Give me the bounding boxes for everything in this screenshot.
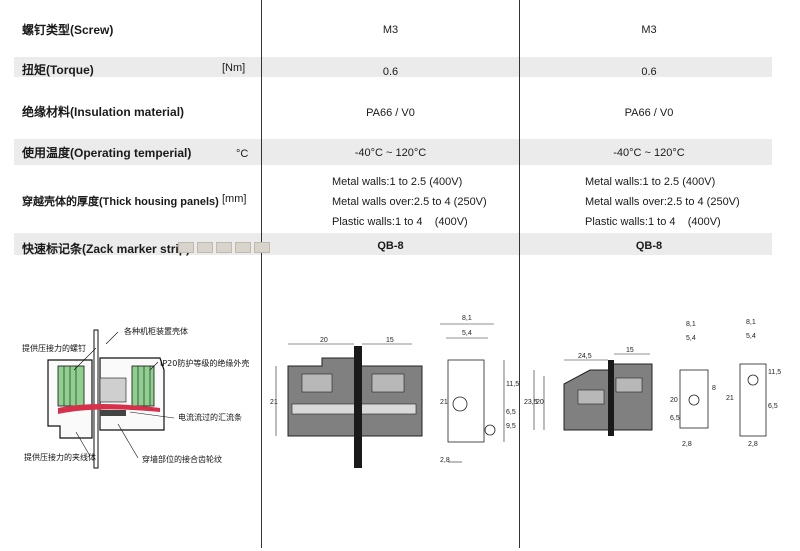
- dim1-side-3: 9,5: [506, 423, 516, 430]
- dim2-bottom-a: 2,8: [682, 441, 692, 448]
- dim2-side-height-b: 21: [726, 395, 734, 402]
- column-divider-2: [519, 0, 520, 548]
- dim1-height: 21: [270, 399, 278, 406]
- torque-value-2: 0.6: [641, 66, 657, 78]
- cross-section-diagram: 各种机柜装置壳体 提供压接力的螺钉 IP20防护等级的绝缘外壳 电流流过的汇流条…: [22, 326, 249, 469]
- marker-strip-image: [178, 240, 273, 258]
- housing-line-1-2: Metal walls over:2.5 to 4 (250V): [332, 196, 487, 208]
- temperature-unit: °C: [236, 148, 249, 160]
- dim2-top-1: 8,1: [686, 321, 696, 328]
- dim1-side-height: 21: [440, 399, 448, 406]
- housing-label: 穿越壳体的厚度(Thick housing panels): [22, 196, 219, 208]
- dim1-top-1: 8,1: [462, 315, 472, 322]
- housing-line-2-3: Plastic walls:1 to 4 (400V): [585, 216, 721, 228]
- housing-line-1-1: Metal walls:1 to 2.5 (400V): [332, 176, 463, 188]
- torque-unit: [Nm]: [222, 62, 246, 74]
- dim1-side-2: 6,5: [506, 409, 516, 416]
- insulation-value-2: PA66 / V0: [624, 107, 674, 119]
- dim2-top-3: 8,1: [746, 319, 756, 326]
- row-band-temperature: [14, 139, 772, 165]
- annotation-gear-joint: 穿墙部位的接合齿轮纹: [142, 454, 222, 464]
- housing-unit: [mm]: [222, 193, 247, 205]
- housing-values-2: Metal walls:1 to 2.5 (400V) Metal walls …: [520, 172, 778, 232]
- torque-value-1: 0.6: [382, 66, 399, 78]
- dim1-width-2: 15: [386, 337, 394, 344]
- row-band-torque: [14, 57, 772, 77]
- dim2-side-2: 6,5: [670, 415, 680, 422]
- dim2-side-1: 8: [712, 385, 716, 392]
- housing-line-1-3: Plastic walls:1 to 4 (400V): [332, 216, 468, 228]
- temperature-value-1: -40°C ~ 120°C: [354, 147, 427, 159]
- insulation-label: 绝缘材料(Insulation material): [22, 105, 185, 119]
- marker-label: 快速标记条(Zack marker strip): [22, 242, 191, 256]
- marker-value-1: QB-8: [377, 240, 404, 252]
- dim2-side-4: 6,5: [768, 403, 778, 410]
- dimension-drawing-1: 20 15 21 8,1 5,4 21 11,5 6,5 9,5 2,8: [270, 315, 519, 468]
- insulation-value-1: PA66 / V0: [366, 107, 415, 119]
- dim2-bottom-b: 2,8: [748, 441, 758, 448]
- screw-value-1: M3: [382, 24, 399, 36]
- dim2-height-1: 23,5: [524, 399, 538, 406]
- housing-values-1: Metal walls:1 to 2.5 (400V) Metal walls …: [262, 172, 519, 232]
- dim1-top-2: 5,4: [462, 330, 472, 337]
- dim2-side-3: 11,5: [768, 369, 781, 376]
- dim2-width-2: 15: [626, 347, 634, 354]
- annotation-housing-mount: 各种机柜装置壳体: [124, 326, 188, 336]
- dim1-side-1: 11,5: [506, 381, 519, 388]
- dim2-height-2: 20: [536, 399, 544, 406]
- temperature-value-2: -40°C ~ 120°C: [613, 147, 685, 159]
- temperature-label: 使用温度(Operating temperial): [22, 146, 192, 160]
- dim2-top-2: 5,4: [686, 335, 696, 342]
- housing-line-2-1: Metal walls:1 to 2.5 (400V): [585, 176, 716, 188]
- dimension-drawing-2: 24,5 15 23,5 20 8,1 5,4 20 8 6,5 2,8 8,1…: [524, 319, 781, 448]
- screw-value-2: M3: [641, 24, 657, 36]
- dim2-top-4: 5,4: [746, 333, 756, 340]
- annotation-clamp-body: 提供压接力的夹线体: [24, 452, 96, 462]
- marker-value-2: QB-8: [635, 240, 663, 252]
- dim2-side-height: 20: [670, 397, 678, 404]
- dim2-width-1: 24,5: [578, 353, 592, 360]
- dim1-width-1: 20: [320, 337, 328, 344]
- torque-label: 扭矩(Torque): [22, 63, 94, 77]
- dim1-bottom: 2,8: [440, 457, 450, 464]
- annotation-ip20: IP20防护等级的绝缘外壳: [160, 358, 249, 368]
- annotation-busbar: 电流流过的汇流条: [178, 412, 242, 422]
- screw-label: 螺钉类型(Screw): [22, 23, 114, 37]
- column-divider-1: [261, 0, 262, 548]
- housing-line-2-2: Metal walls over:2.5 to 4 (250V): [585, 196, 740, 208]
- annotation-pressure-screw: 提供压接力的螺钉: [22, 343, 86, 353]
